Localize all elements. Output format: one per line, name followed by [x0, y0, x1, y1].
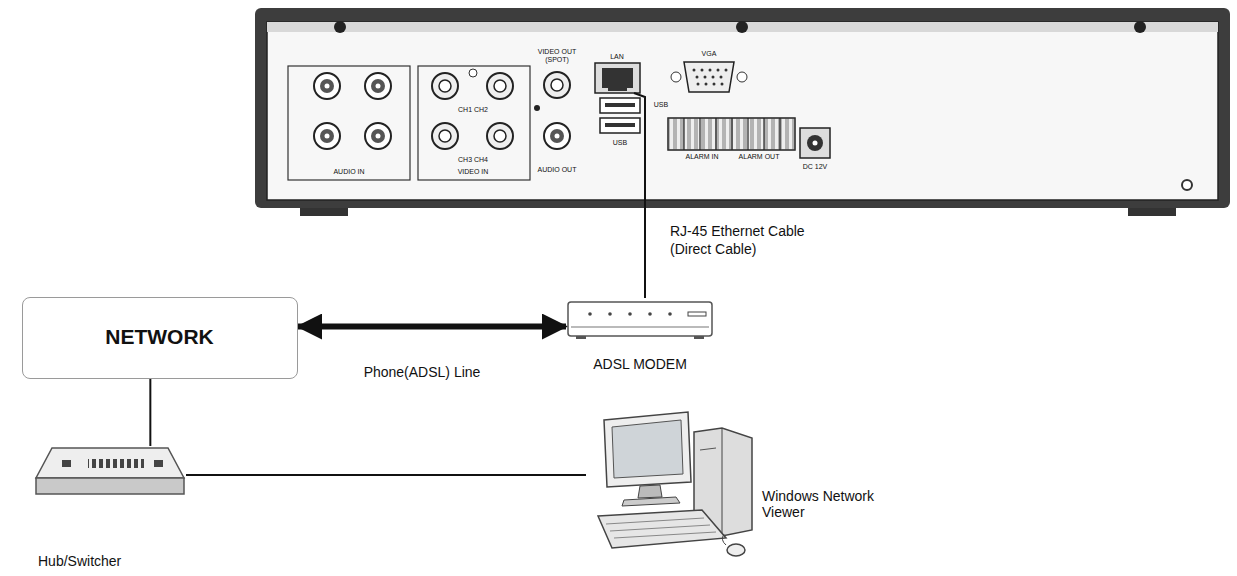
port-label: AUDIO OUT	[532, 166, 582, 174]
cable-line	[644, 216, 646, 298]
port-label: DC 12V	[795, 163, 835, 171]
port-label: ALARM IN	[674, 153, 730, 161]
port-label: CH1 CH2	[443, 106, 503, 114]
node-label: NETWORK	[105, 325, 214, 349]
adsl-modem-icon	[568, 302, 712, 339]
edge-label: Phone(ADSL) Line	[361, 363, 484, 383]
port-label: VIDEO IN	[433, 168, 513, 176]
port-label: USB	[608, 139, 632, 147]
port-label: VGA	[694, 50, 724, 58]
port-label: AUDIO IN	[309, 168, 389, 176]
phone-line-arrow	[298, 324, 566, 330]
cable-line	[149, 379, 151, 446]
edge-label: RJ-45 Ethernet Cable (Direct Cable)	[667, 222, 833, 259]
network-box: NETWORK	[22, 297, 298, 379]
device-label: Windows Network Viewer	[762, 488, 890, 520]
device-label: ADSL MODEM	[566, 356, 714, 372]
device-label: Hub/Switcher	[38, 553, 178, 569]
dvr-rear-panel-box: AUDIO IN CH1 CH2CH3 CH4VIDEO IN VIDEO OUT …	[255, 8, 1230, 216]
adsl-modem: ADSL MODEM	[566, 298, 714, 376]
port-label: ALARM OUT	[731, 153, 787, 161]
port-label: CH3 CH4	[443, 156, 503, 164]
cable-line	[186, 474, 586, 476]
dvr-rear-panel	[255, 8, 1230, 216]
computer-icon	[598, 412, 752, 556]
port-label: LAN	[602, 53, 632, 61]
port-label: USB	[650, 101, 672, 109]
port-label: VIDEO OUT (SPOT)	[534, 48, 580, 64]
hub-switcher: Hub/Switcher	[30, 446, 186, 572]
hub-icon	[36, 448, 184, 494]
windows-network-viewer: Windows Network Viewer	[586, 408, 896, 558]
